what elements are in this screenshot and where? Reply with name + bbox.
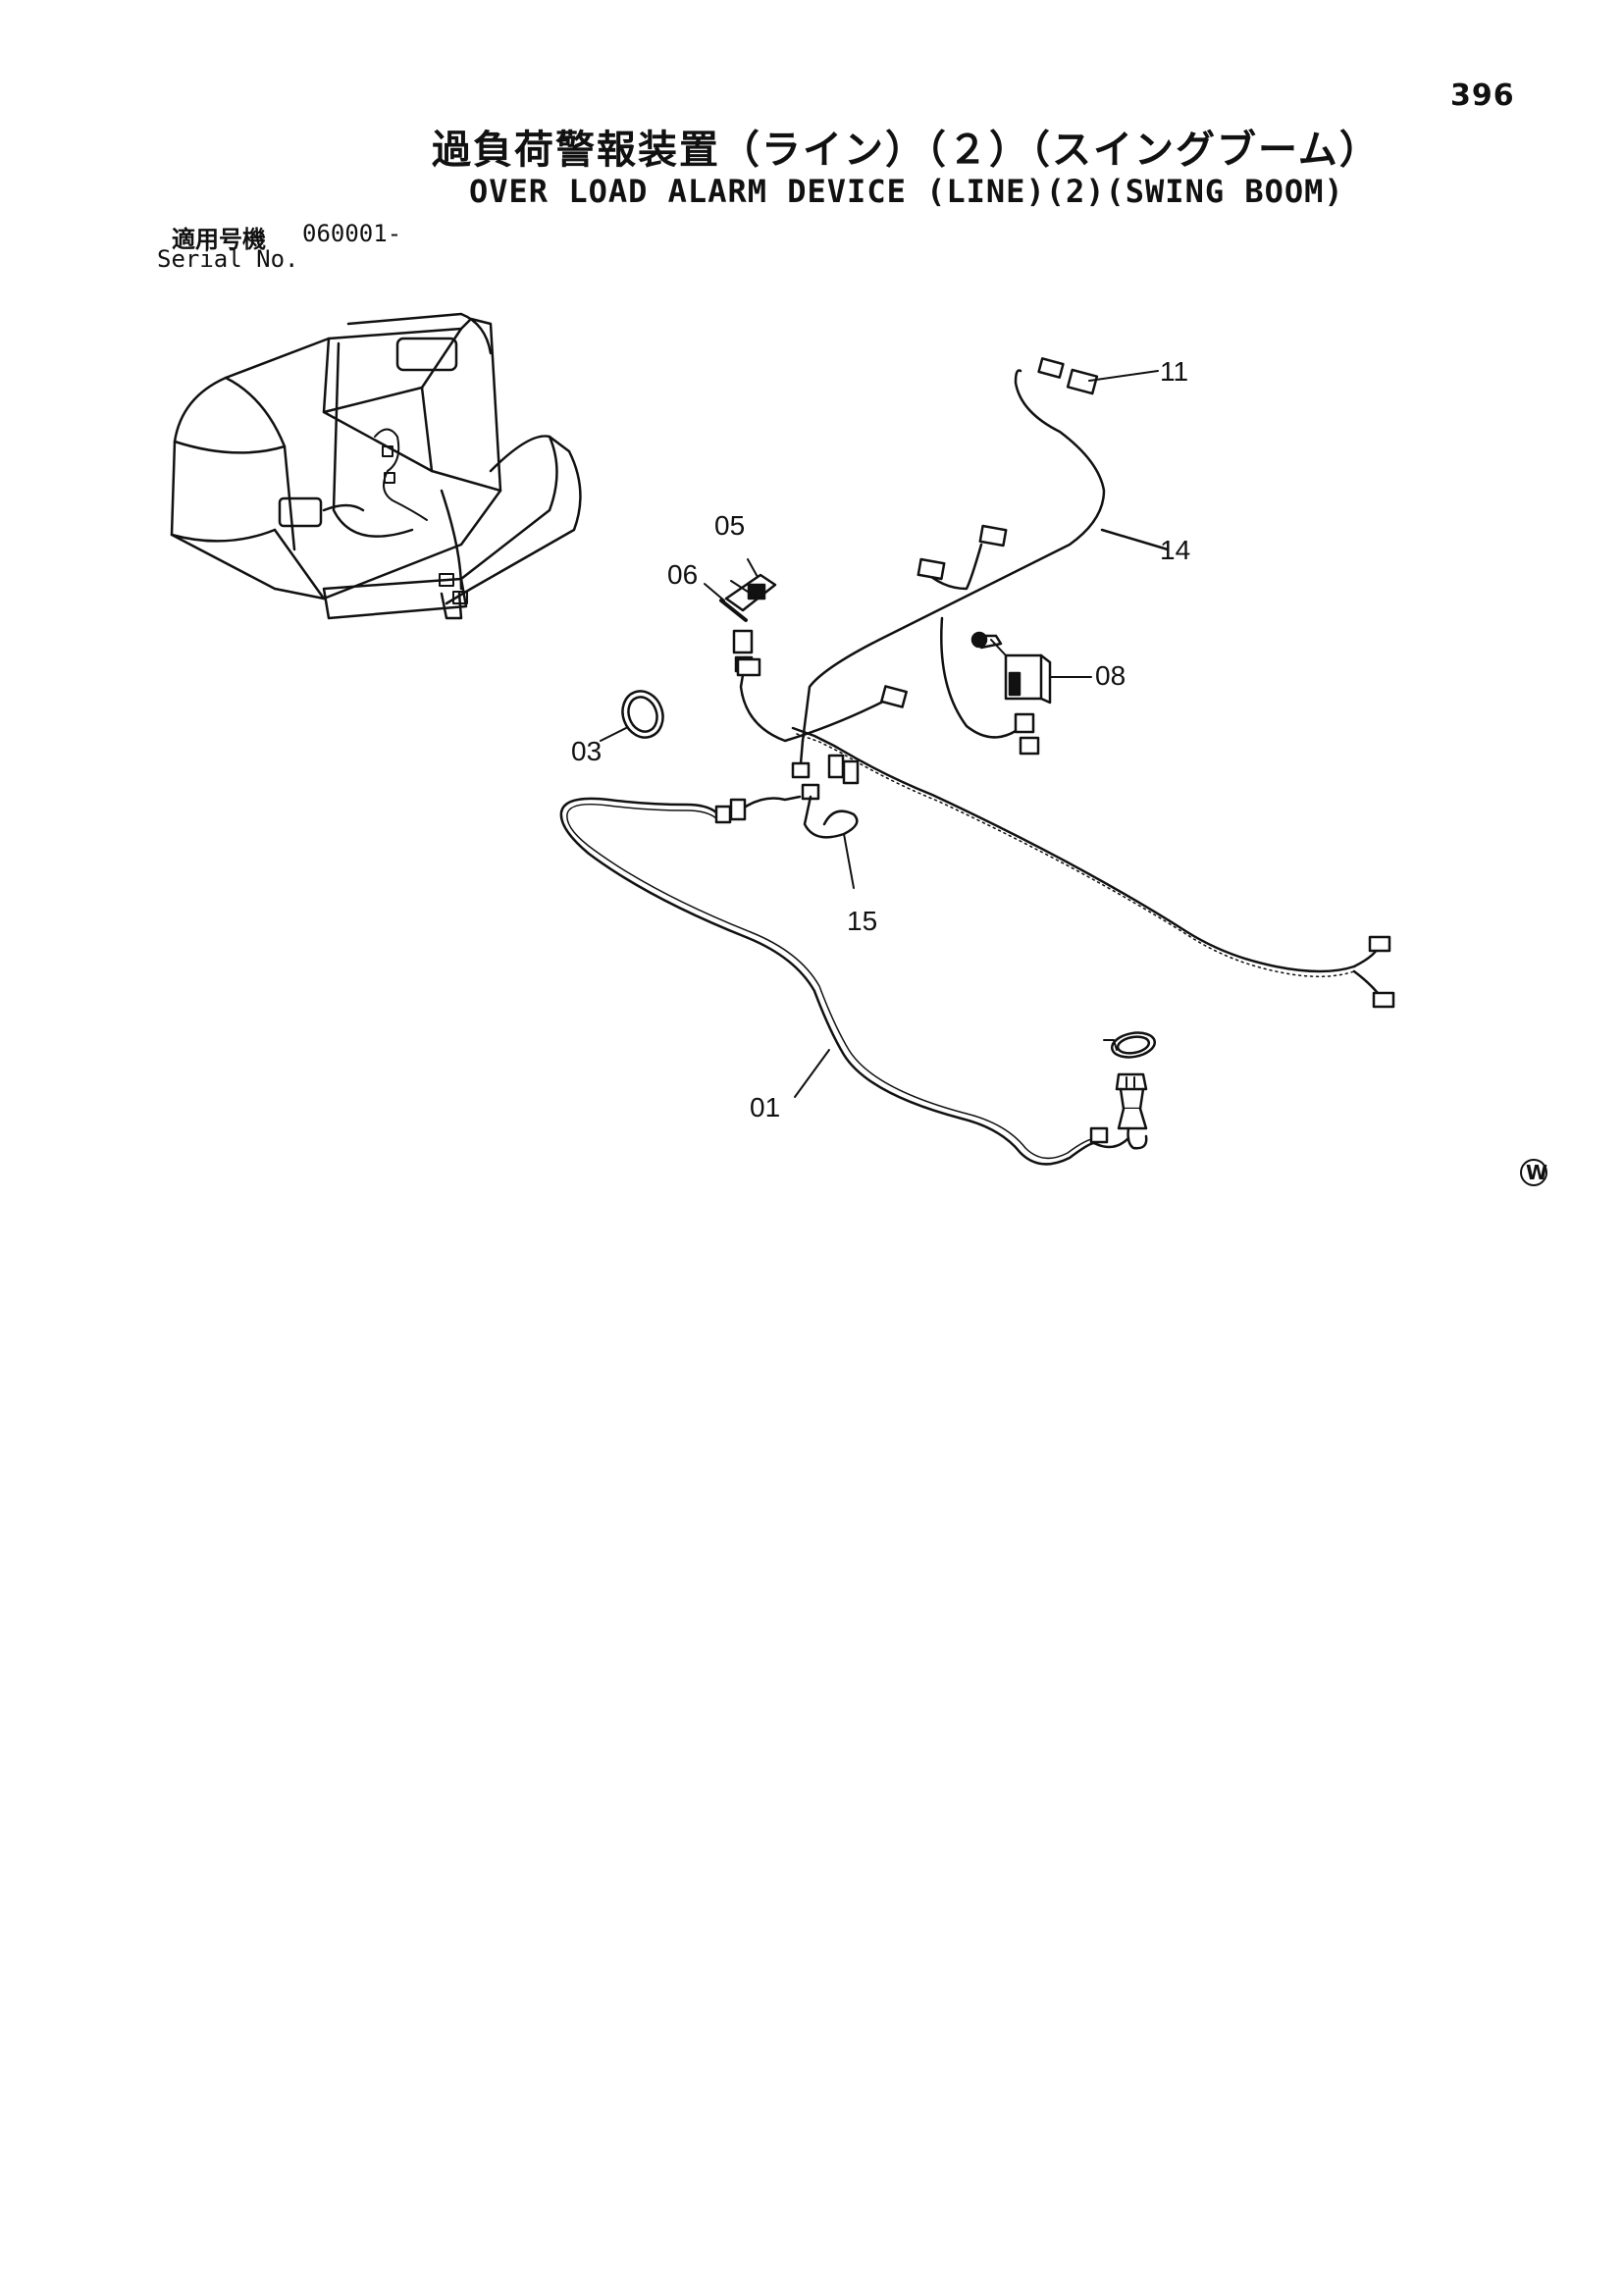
page-title-japanese: 過負荷警報装置（ライン）（２）（スイングブーム）: [432, 128, 1381, 173]
page-title-english: OVER LOAD ALARM DEVICE (LINE)(2)(SWING B…: [469, 173, 1344, 210]
harness-14: [739, 369, 1170, 777]
callout-05: 05: [714, 510, 745, 541]
connector-11: [1037, 357, 1159, 395]
callout-08: 08: [1095, 660, 1126, 691]
callout-14: 14: [1160, 535, 1190, 565]
serial-label-japanese: 適用号機: [172, 226, 266, 253]
relay-08: [970, 631, 1092, 704]
mark-letter: W: [1526, 1161, 1547, 1184]
sensor-05-06: [704, 558, 777, 622]
harness-01: [559, 795, 1130, 1166]
callout-06: 06: [667, 559, 698, 590]
page-number: 396: [1450, 78, 1515, 113]
harness-15: [791, 726, 1395, 1009]
callout-01: 01: [750, 1092, 780, 1122]
circled-w-mark: W: [1520, 1159, 1547, 1186]
machine-inset-illustration: [170, 312, 582, 620]
connector-harness-14-set: [732, 524, 1040, 756]
serial-number-value: 060001-: [302, 220, 402, 247]
serial-label-english: Serial No.: [157, 245, 299, 273]
clamp-03: [600, 690, 664, 742]
callout-11: 11: [1160, 356, 1188, 387]
callout-15: 15: [847, 906, 877, 936]
pressure-switch: [1089, 1031, 1157, 1150]
callout-03: 03: [571, 736, 602, 766]
